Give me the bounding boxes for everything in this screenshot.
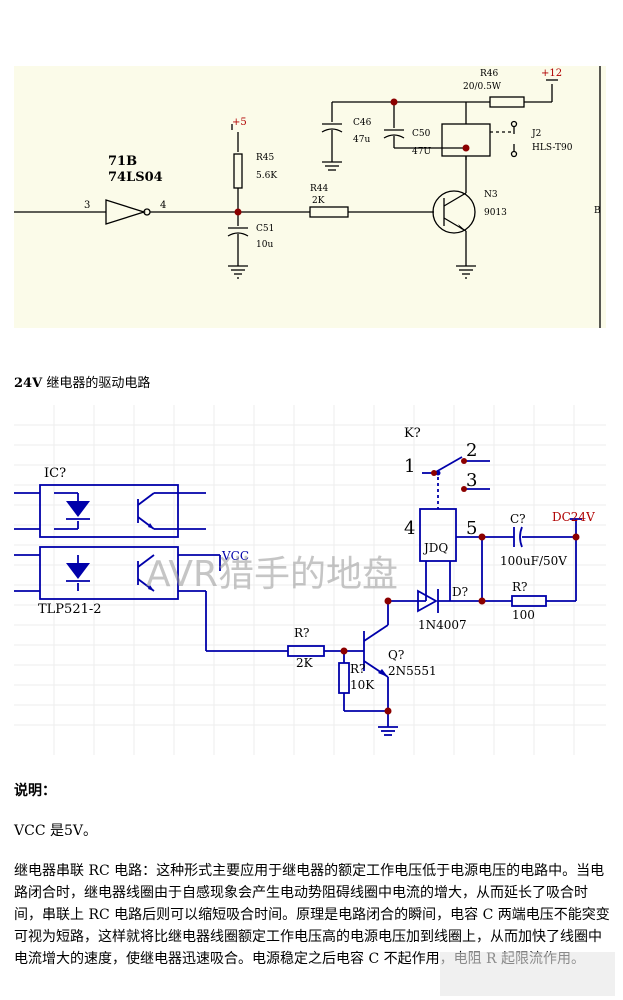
d-label: D? — [452, 585, 469, 599]
plus5-label: +5 — [232, 117, 247, 128]
r-base-value: 2K — [296, 656, 313, 670]
dc24-label: DC24V — [552, 510, 595, 524]
n3-label: N3 — [484, 190, 498, 200]
c46-label: C46 — [353, 118, 372, 128]
d-value: 1N4007 — [418, 618, 467, 632]
schematic-74ls04-relay — [14, 66, 606, 328]
pin-in-label: 3 — [84, 200, 91, 211]
site-watermark-overlay — [440, 952, 615, 996]
r45-value: 5.6K — [256, 171, 278, 181]
vcc-label: VCC — [222, 549, 250, 563]
plus12-label: +12 — [541, 68, 563, 79]
pin5-label: 5 — [466, 518, 478, 539]
section-heading: 24V 继电器的驱动电路 — [14, 372, 150, 391]
j2-label: J2 — [532, 129, 542, 139]
c46-value: 47u — [353, 135, 371, 145]
paragraph-vcc: VCC 是5V。 — [14, 823, 98, 839]
gate-part-label: 74LS04 — [108, 170, 163, 185]
schematic-24v-relay-driver — [14, 405, 606, 755]
j2-value: HLS-T90 — [532, 143, 573, 153]
n3-value: 9013 — [484, 208, 507, 218]
pin-out-label: 4 — [160, 200, 167, 211]
c50-label: C50 — [412, 129, 431, 139]
jdq-label: JDQ — [424, 541, 449, 555]
schematic-watermark: AVR猎手的地盘 — [146, 554, 398, 595]
explain-label: 说明： — [14, 783, 56, 799]
r44-value: 2K — [312, 196, 325, 206]
pin3-label: 3 — [466, 470, 478, 491]
r-top-label: R? — [512, 580, 528, 594]
q-value: 2N5551 — [388, 664, 437, 678]
r-be-label: R? — [350, 662, 366, 676]
r44-label: R44 — [310, 184, 329, 194]
r45-label: R45 — [256, 153, 275, 163]
c-label: C? — [510, 512, 526, 526]
heading-bold: 24V — [14, 376, 43, 391]
border-b-label: B — [594, 206, 601, 216]
r-base-label: R? — [294, 626, 310, 640]
k-label: K? — [404, 426, 421, 441]
heading-text: 继电器的驱动电路 — [42, 376, 151, 391]
ic-label: IC? — [44, 466, 67, 481]
r46-value: 20/0.5W — [463, 82, 502, 92]
r46-label: R46 — [480, 69, 499, 79]
pin4-label: 4 — [404, 518, 416, 539]
pin2-label: 2 — [466, 440, 478, 461]
pin1-label: 1 — [404, 456, 416, 477]
c51-label: C51 — [256, 224, 275, 234]
c50-value: 47U — [412, 147, 432, 157]
c51-value: 10u — [256, 240, 274, 250]
ic-part-label: TLP521-2 — [38, 602, 102, 617]
r-top-value: 100 — [512, 608, 535, 622]
c-value: 100uF/50V — [500, 554, 567, 568]
r-be-value: 10K — [350, 678, 375, 692]
q-label: Q? — [388, 648, 405, 662]
gate-name-label: 71B — [108, 154, 138, 169]
